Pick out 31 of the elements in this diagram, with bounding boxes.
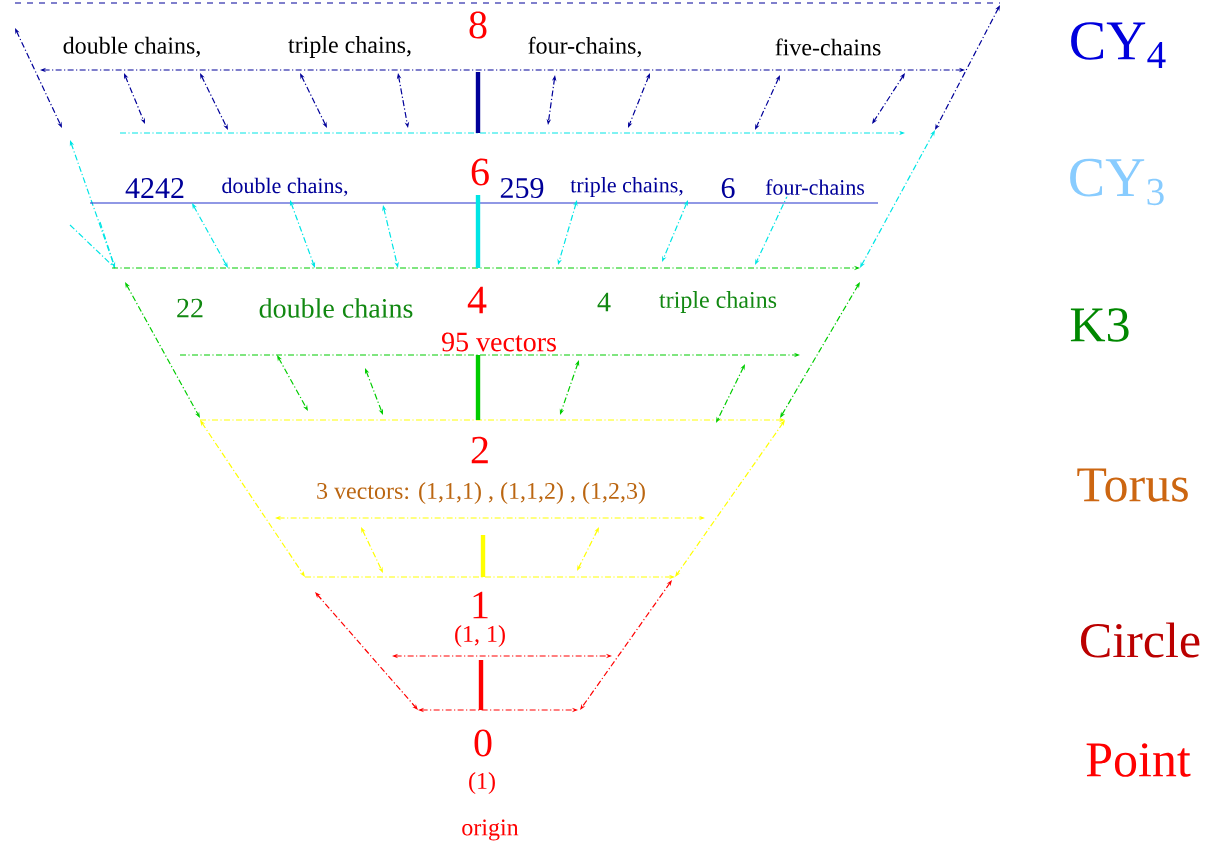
chain-label: double chains <box>256 296 416 320</box>
chain-label: four-chains, <box>525 34 645 60</box>
dimension-number: 4 <box>465 284 489 316</box>
chain-label: five-chains <box>772 36 884 58</box>
chain-label: double chains, <box>219 175 351 199</box>
count-number: 4242 <box>123 176 187 200</box>
vector-list: (1) <box>466 770 498 796</box>
chain-label: double chains, <box>60 34 204 60</box>
chain-label: triple chains, <box>286 34 414 60</box>
origin-label: origin <box>459 817 521 843</box>
manifold-name: CY$_{3}$ <box>1065 156 1169 208</box>
chain-label: four-chains <box>763 177 867 197</box>
vector-list: 3 vectors: (1,1,1) , (1,1,2) , (1,2,3) <box>314 480 648 506</box>
vector-count: 95 vectors <box>439 330 559 354</box>
count-number: 22 <box>174 296 206 320</box>
chain-label: triple chains, <box>568 175 686 199</box>
manifold-name: Torus <box>1074 466 1192 504</box>
dimension-number: 0 <box>471 727 495 759</box>
manifold-name: CY$_{4}$ <box>1066 20 1170 70</box>
manifold-name: K3 <box>1067 306 1133 344</box>
count-number: 6 <box>718 175 738 201</box>
dimension-number: 1 <box>468 589 492 621</box>
manifold-name: Point <box>1083 741 1193 779</box>
count-number: 259 <box>497 175 547 201</box>
dimension-number: 8 <box>466 9 490 41</box>
dimension-number: 6 <box>468 156 492 188</box>
count-number: 4 <box>595 290 613 314</box>
chain-label: triple chains <box>657 289 779 315</box>
vector-list: (1, 1) <box>452 623 508 649</box>
dimension-number: 2 <box>468 434 492 466</box>
manifold-name: Circle <box>1076 620 1204 660</box>
